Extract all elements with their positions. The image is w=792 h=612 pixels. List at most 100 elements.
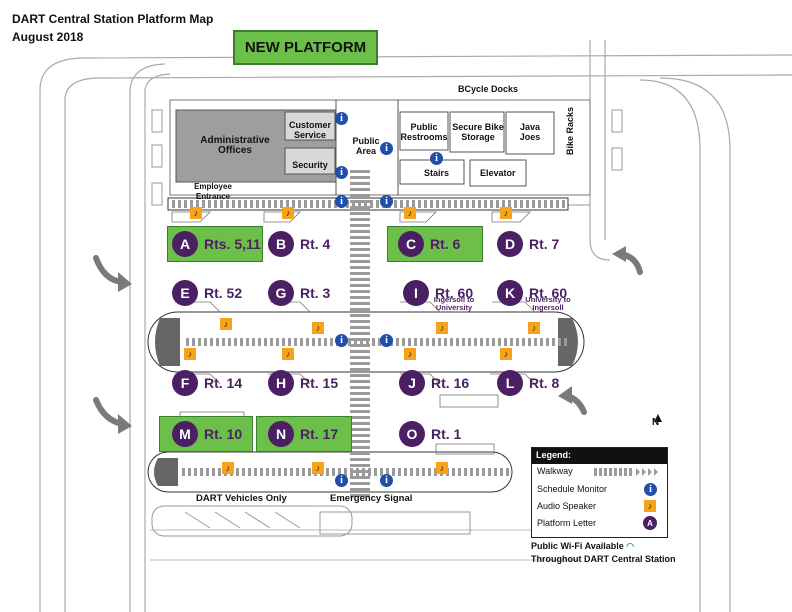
platform-K[interactable]: K Rt. 60 — [497, 280, 567, 306]
route-label: Rt. 14 — [204, 375, 243, 391]
platform-letter: L — [497, 370, 523, 396]
audio-speaker-icon: ♪ — [220, 318, 232, 330]
java-joes-label: Java Joes — [519, 122, 541, 142]
platform-letter: M — [172, 421, 198, 447]
legend-walkway: Walkway — [537, 466, 573, 476]
audio-speaker-icon: ♪ — [282, 348, 294, 360]
route-K-sub: University to Ingersoll — [525, 295, 571, 312]
platform-letter: C — [398, 231, 424, 257]
platform-letter: H — [268, 370, 294, 396]
customer-service-label: Customer Service — [288, 120, 331, 140]
public-restrooms-label: Public Restrooms — [400, 122, 448, 142]
platform-letter: F — [172, 370, 198, 396]
platform-H[interactable]: H Rt. 15 — [268, 370, 338, 396]
employee-entrance-label: Employee Entrance — [194, 182, 232, 201]
audio-speaker-icon: ♪ — [222, 462, 234, 474]
platform-letter: K — [497, 280, 523, 306]
legend: Legend: Walkway Schedule Monitor i Audio… — [531, 447, 668, 538]
platform-letter: N — [268, 421, 294, 447]
platform-F[interactable]: F Rt. 14 — [172, 370, 242, 396]
platform-L[interactable]: L Rt. 8 — [497, 370, 559, 396]
legend-platform-letter: Platform Letter — [537, 518, 597, 528]
route-I-sub: Ingersoll to University — [433, 295, 475, 312]
route-label: Rt. 60 — [529, 285, 568, 301]
wifi-icon: ◠ — [626, 541, 635, 551]
platform-letter: G — [268, 280, 294, 306]
audio-speaker-icon: ♪ — [282, 207, 294, 219]
platform-B[interactable]: B Rt. 4 — [268, 231, 330, 257]
platform-letter: E — [172, 280, 198, 306]
platform-letter: J — [399, 370, 425, 396]
audio-speaker-icon: ♪ — [184, 348, 196, 360]
date-line: August 2018 — [12, 30, 84, 44]
audio-speaker-icon: ♪ — [436, 462, 448, 474]
audio-speaker-icon: ♪ — [190, 207, 202, 219]
route-label: Rt. 15 — [300, 375, 339, 391]
title-line: DART Central Station Platform Map — [12, 12, 214, 26]
emergency-signal-label: Emergency Signal — [330, 493, 413, 504]
platform-O[interactable]: O Rt. 1 — [399, 421, 461, 447]
schedule-monitor-icon: i — [335, 195, 348, 208]
platform-letter: O — [399, 421, 425, 447]
route-label: Rt. 6 — [430, 236, 461, 252]
route-label: Rt. 60 — [435, 285, 474, 301]
wifi-note: Public Wi-Fi Available ◠ Throughout DART… — [531, 540, 675, 566]
platform-letter: A — [172, 231, 198, 257]
route-label: Rt. 16 — [431, 375, 470, 391]
route-label: Rts. 5,11 — [204, 236, 261, 252]
audio-speaker-icon: ♪ — [528, 322, 540, 334]
route-label: Rt. 10 — [204, 426, 243, 442]
audio-speaker-icon: ♪ — [644, 500, 656, 512]
legend-schedule-monitor: Schedule Monitor — [537, 484, 608, 494]
schedule-monitor-icon: i — [335, 166, 348, 179]
platform-letter: B — [268, 231, 294, 257]
platform-A[interactable]: A Rts. 5,11 — [172, 231, 261, 257]
audio-speaker-icon: ♪ — [404, 207, 416, 219]
schedule-monitor-icon: i — [380, 142, 393, 155]
admin-offices-label: Administrative Offices — [200, 135, 270, 156]
route-label: Rt. 17 — [300, 426, 339, 442]
platform-M[interactable]: M Rt. 10 — [172, 421, 242, 447]
route-label: Rt. 1 — [431, 426, 462, 442]
route-label: Rt. 3 — [300, 285, 331, 301]
route-label: Rt. 8 — [529, 375, 560, 391]
platform-letter-sample: A — [643, 516, 657, 530]
wifi-line2: Throughout DART Central Station — [531, 554, 676, 564]
audio-speaker-icon: ♪ — [312, 462, 324, 474]
platform-C[interactable]: C Rt. 6 — [398, 231, 460, 257]
dart-vehicles-label: DART Vehicles Only — [196, 493, 287, 504]
platform-I[interactable]: I Rt. 60 — [403, 280, 473, 306]
north-indicator: N — [652, 417, 660, 428]
route-label: Rt. 4 — [300, 236, 331, 252]
platform-N[interactable]: N Rt. 17 — [268, 421, 338, 447]
platform-G[interactable]: G Rt. 3 — [268, 280, 330, 306]
schedule-monitor-icon: i — [430, 152, 443, 165]
schedule-monitor-icon: i — [380, 474, 393, 487]
audio-speaker-icon: ♪ — [404, 348, 416, 360]
legend-audio-speaker: Audio Speaker — [537, 501, 597, 511]
schedule-monitor-icon: i — [380, 334, 393, 347]
bcycle-docks-label: BCycle Docks — [458, 84, 519, 94]
route-label: Rt. 52 — [204, 285, 243, 301]
map-title: DART Central Station Platform Map August… — [12, 10, 213, 46]
schedule-monitor-icon: i — [335, 474, 348, 487]
platform-J[interactable]: J Rt. 16 — [399, 370, 469, 396]
stairs-label: Stairs — [424, 168, 450, 178]
elevator-label: Elevator — [480, 168, 516, 178]
schedule-monitor-icon: i — [335, 334, 348, 347]
platform-letter: D — [497, 231, 523, 257]
schedule-monitor-icon: i — [380, 195, 393, 208]
bike-storage-label: Secure Bike Storage — [452, 122, 504, 142]
platform-E[interactable]: E Rt. 52 — [172, 280, 242, 306]
security-label: Security — [292, 160, 328, 170]
public-area-label: Public Area — [352, 136, 380, 156]
new-platform-badge: NEW PLATFORM — [233, 30, 378, 65]
bike-racks-label: Bike Racks — [565, 106, 576, 156]
schedule-monitor-icon: i — [335, 112, 348, 125]
wifi-line1: Public Wi-Fi Available ◠ — [531, 541, 635, 551]
audio-speaker-icon: ♪ — [500, 207, 512, 219]
platform-letter: I — [403, 280, 429, 306]
platform-D[interactable]: D Rt. 7 — [497, 231, 559, 257]
audio-speaker-icon: ♪ — [312, 322, 324, 334]
